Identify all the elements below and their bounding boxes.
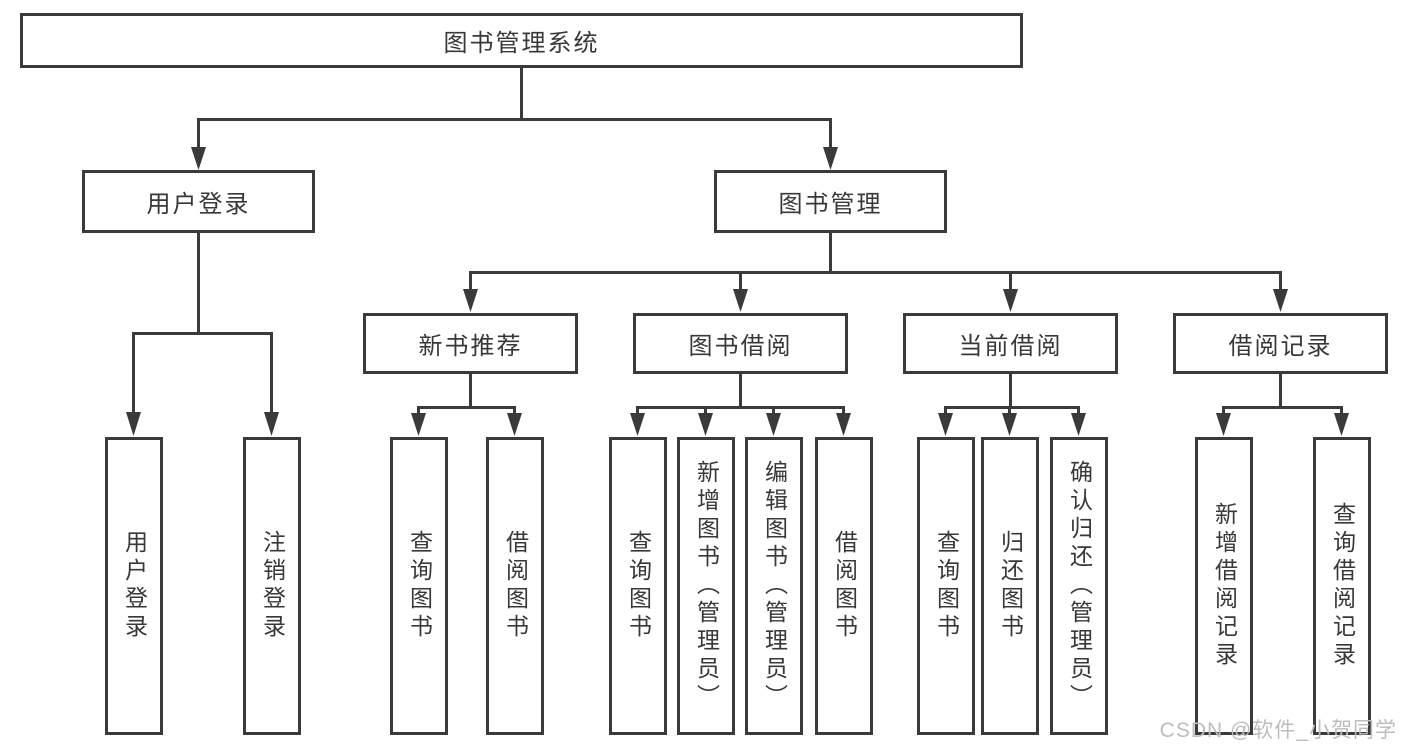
leaf-current-confirm-return-label: 确认归还（管理员）	[1066, 460, 1093, 712]
node-book-management: 图书管理	[714, 170, 947, 233]
leaf-recommend-borrow-books: 借阅图书	[486, 437, 544, 735]
node-user-login-label: 用户登录	[146, 191, 251, 218]
arrowhead-recommend-query	[411, 413, 426, 436]
node-book-borrowing: 图书借阅	[633, 313, 848, 374]
leaf-borrowing-query-books: 查询图书	[609, 437, 667, 735]
leaf-user-login-label: 用户登录	[121, 530, 148, 642]
leaf-user-login: 用户登录	[105, 437, 163, 735]
arrowhead-borrowing-query	[630, 413, 645, 436]
arrowhead-new-book-recommend	[463, 289, 478, 312]
arrowhead-borrowing-borrow	[836, 413, 851, 436]
node-current-borrowing-label: 当前借阅	[958, 333, 1063, 360]
leaf-logout: 注销登录	[243, 437, 301, 735]
leaf-borrowing-edit-books-label: 编辑图书（管理员）	[761, 460, 788, 712]
arrowhead-borrowing-records	[1273, 289, 1288, 312]
arrowhead-leaf-logout	[264, 412, 279, 436]
leaf-recommend-query-books: 查询图书	[390, 437, 448, 735]
arrowhead-borrowing-edit	[766, 413, 781, 436]
arrowhead-book-management	[823, 147, 838, 170]
leaf-current-return-books-label: 归还图书	[997, 530, 1024, 642]
leaf-current-return-books: 归还图书	[981, 437, 1039, 735]
leaf-borrowing-edit-books: 编辑图书（管理员）	[745, 437, 803, 735]
node-root: 图书管理系统	[20, 13, 1023, 68]
arrowhead-recommend-borrow	[507, 413, 522, 436]
node-current-borrowing: 当前借阅	[903, 313, 1118, 374]
arrowhead-current-return	[1002, 413, 1017, 436]
leaf-current-query-books: 查询图书	[917, 437, 975, 735]
leaf-logout-label: 注销登录	[259, 530, 286, 642]
node-new-book-recommend: 新书推荐	[363, 313, 578, 374]
leaf-borrowing-add-books-label: 新增图书（管理员）	[693, 460, 720, 712]
leaf-records-add-record: 新增借阅记录	[1195, 437, 1253, 735]
leaf-recommend-query-books-label: 查询图书	[406, 530, 433, 642]
arrowhead-book-borrowing	[733, 289, 748, 312]
leaf-recommend-borrow-books-label: 借阅图书	[502, 530, 529, 642]
node-borrowing-records-label: 借阅记录	[1228, 333, 1333, 360]
arrowhead-current-query	[938, 413, 953, 436]
leaf-records-query-record-label: 查询借阅记录	[1329, 502, 1356, 670]
node-new-book-recommend-label: 新书推荐	[418, 333, 523, 360]
leaf-current-confirm-return: 确认归还（管理员）	[1050, 437, 1108, 735]
node-root-label: 图书管理系统	[443, 30, 600, 57]
arrowhead-current-confirm	[1071, 413, 1086, 436]
leaf-borrowing-borrow-books-label: 借阅图书	[831, 530, 858, 642]
node-user-login: 用户登录	[82, 170, 315, 233]
node-book-management-label: 图书管理	[778, 191, 883, 218]
csdn-watermark: CSDN @软件_小贺同学	[1159, 719, 1397, 742]
arrowheads	[126, 147, 1349, 436]
node-borrowing-records: 借阅记录	[1173, 313, 1388, 374]
node-book-borrowing-label: 图书借阅	[688, 333, 793, 360]
arrowhead-leaf-user-login	[126, 412, 141, 436]
arrowhead-user-login	[191, 147, 206, 170]
arrowhead-records-add	[1216, 413, 1231, 436]
leaf-borrowing-add-books: 新增图书（管理员）	[677, 437, 735, 735]
leaf-borrowing-query-books-label: 查询图书	[625, 530, 652, 642]
leaf-borrowing-borrow-books: 借阅图书	[815, 437, 873, 735]
arrowhead-current-borrowing	[1003, 289, 1018, 312]
leaf-records-query-record: 查询借阅记录	[1313, 437, 1371, 735]
leaf-records-add-record-label: 新增借阅记录	[1211, 502, 1238, 670]
leaf-current-query-books-label: 查询图书	[933, 530, 960, 642]
arrowhead-borrowing-add	[698, 413, 713, 436]
arrowhead-records-query	[1334, 413, 1349, 436]
